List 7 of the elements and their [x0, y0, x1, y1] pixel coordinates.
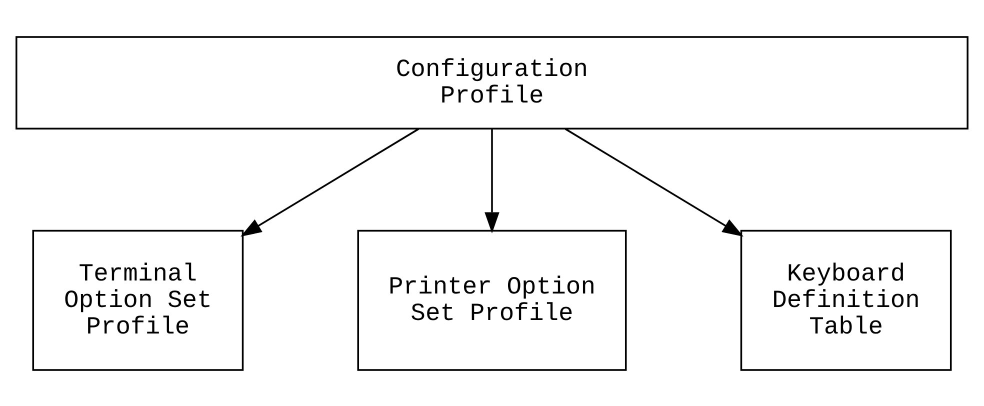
node-box: Keyboard Definition Table: [740, 229, 952, 370]
arrow: [240, 128, 420, 236]
node-box: Configuration Profile: [16, 36, 968, 130]
arrow: [564, 128, 744, 236]
node-box: Printer Option Set Profile: [357, 229, 627, 370]
node-box: Terminal Option Set Profile: [32, 229, 244, 370]
arrow: [484, 128, 500, 233]
